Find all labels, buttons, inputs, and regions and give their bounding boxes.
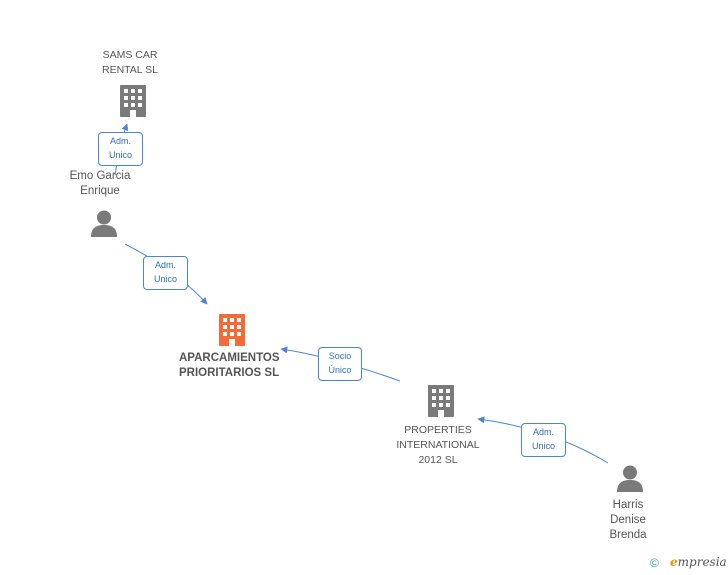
node-label-line: Enrique	[80, 185, 120, 197]
edge-label-line: Unico	[153, 274, 177, 284]
node-label-line: APARCAMIENTOS	[179, 352, 280, 364]
brand-initial: e	[670, 555, 678, 569]
node-label-line: Harris	[612, 499, 644, 511]
node-label-sams-car-rental[interactable]: SAMS CAR RENTAL SL	[80, 48, 180, 78]
node-label-line: Brenda	[609, 529, 647, 541]
node-label-line: 2012 SL	[418, 454, 458, 466]
edge-label-line: Adm.	[109, 136, 131, 146]
edge-label-properties-to-aparcamientos[interactable]: Socio Único	[318, 347, 362, 381]
edge-label-line: Unico	[531, 441, 555, 451]
node-label-line: RENTAL SL	[101, 64, 159, 76]
brand-rest: mpresia	[677, 555, 727, 569]
node-label-aparcamientos[interactable]: APARCAMIENTOS PRIORITARIOS SL	[179, 351, 280, 381]
node-label-properties[interactable]: PROPERTIES INTERNATIONAL 2012 SL	[388, 423, 488, 468]
edge-label-harris-to-properties[interactable]: Adm. Unico	[521, 423, 566, 457]
edge-label-line: Único	[328, 365, 352, 375]
building-icon	[428, 385, 454, 417]
edge-label-emo-to-aparcamientos[interactable]: Adm. Unico	[143, 256, 188, 290]
node-label-emo-garcia[interactable]: Emo Garcia Enrique	[50, 169, 150, 199]
building-icon	[120, 85, 146, 117]
edge-label-line: Socio	[328, 351, 352, 361]
node-label-line: PROPERTIES	[404, 424, 472, 436]
person-icon	[617, 465, 643, 492]
person-icon	[91, 210, 117, 237]
empresia-logo[interactable]: empresia	[670, 555, 727, 569]
node-label-line: Denise	[610, 514, 646, 526]
building-icon	[219, 314, 245, 346]
copyright-icon: ©	[650, 556, 659, 570]
node-label-line: SAMS CAR	[102, 49, 158, 61]
edge-label-line: Unico	[108, 150, 132, 160]
node-label-line: Emo Garcia	[69, 170, 131, 182]
node-label-line: PRIORITARIOS SL	[179, 367, 280, 379]
edge-label-emo-to-sams[interactable]: Adm. Unico	[98, 132, 143, 166]
edge-label-line: Adm.	[154, 260, 176, 270]
node-label-harris[interactable]: Harris Denise Brenda	[598, 498, 658, 543]
edge-label-line: Adm.	[532, 427, 554, 437]
node-label-line: INTERNATIONAL	[396, 439, 480, 451]
